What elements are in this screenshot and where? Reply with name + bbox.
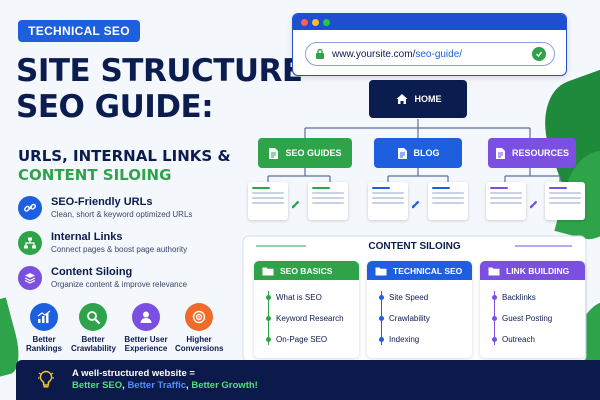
silo-item[interactable]: Indexing [389, 335, 420, 344]
footer-banner: A well-structured website = Better SEO, … [16, 360, 600, 400]
document-icon [397, 147, 407, 159]
feature-desc: Organize content & improve relevance [51, 280, 188, 289]
footer-line-2: Better SEO, Better Traffic, Better Growt… [72, 380, 258, 391]
footer-phrase-traffic: Better Traffic [127, 380, 187, 391]
benefit-higher-conversions: Higher Conversions [175, 303, 223, 353]
footer-line-1: A well-structured website = [72, 368, 195, 379]
section-node-resources[interactable]: RESOURCES [488, 138, 576, 168]
link-icon [18, 196, 42, 220]
feature-title: SEO-Friendly URLs [51, 196, 153, 208]
silo-technical-seo: TECHNICAL SEO Site Speed Crawlability In… [367, 261, 472, 358]
subtitle-line-1: URLS, INTERNAL LINKS & [18, 147, 231, 165]
user-icon [132, 303, 160, 331]
feature-title: Internal Links [51, 231, 123, 243]
link-icon [410, 198, 422, 210]
document-icon [495, 147, 505, 159]
close-dot-icon[interactable] [301, 18, 308, 26]
silo-label: LINK BUILDING [506, 265, 570, 276]
benefit-line-2: Experience [124, 344, 168, 353]
document-icon [269, 147, 279, 159]
search-icon [79, 303, 107, 331]
sitemap-icon [18, 231, 42, 255]
silo-link-building: LINK BUILDING Backlinks Guest Posting Ou… [480, 261, 585, 358]
silo-header: LINK BUILDING [480, 261, 585, 280]
footer-phrase-seo: Better SEO [72, 380, 123, 391]
home-node[interactable]: HOME [369, 80, 467, 118]
silo-item[interactable]: Guest Posting [502, 314, 553, 323]
section-label: SEO GUIDES [285, 148, 342, 158]
silo-label: SEO BASICS [280, 265, 333, 276]
url-text: www.yoursite.com/seo-guide/ [332, 49, 462, 60]
chart-icon [30, 303, 58, 331]
address-bar[interactable]: www.yoursite.com/seo-guide/ [305, 42, 555, 66]
home-label: HOME [414, 94, 442, 104]
silo-header: TECHNICAL SEO [367, 261, 472, 280]
topic-badge: TECHNICAL SEO [18, 20, 140, 42]
benefit-better-crawlability: Better Crawlability [71, 303, 116, 353]
folder-icon [488, 267, 500, 275]
page-card[interactable] [486, 182, 526, 220]
check-icon [532, 47, 546, 61]
benefit-line-2: Crawlability [71, 344, 116, 353]
benefit-line-1: Better [81, 335, 105, 344]
silo-label: TECHNICAL SEO [393, 265, 463, 276]
silo-item[interactable]: Crawlability [389, 314, 430, 323]
browser-titlebar [293, 14, 566, 30]
section-label: BLOG [413, 148, 440, 158]
title-line-1: SITE STRUCTURE [16, 53, 303, 89]
feature-desc: Clean, short & keyword optimized URLs [51, 210, 193, 219]
silo-seo-basics: SEO BASICS What is SEO Keyword Research … [254, 261, 359, 358]
house-icon [396, 94, 407, 104]
silo-item[interactable]: What is SEO [276, 293, 322, 302]
page-card[interactable] [368, 182, 408, 220]
folder-icon [375, 267, 387, 275]
footer-phrase-growth: Better Growth! [191, 380, 258, 391]
benefit-line-2: Conversions [175, 344, 224, 353]
section-label: RESOURCES [511, 148, 569, 158]
feature-title: Content Siloing [51, 266, 133, 278]
silo-item[interactable]: On-Page SEO [276, 335, 328, 344]
url-prefix: www.yoursite.com/ [332, 48, 416, 60]
lightbulb-icon [38, 370, 54, 388]
target-icon [185, 303, 213, 331]
title-line-2: SEO GUIDE: [16, 89, 214, 125]
browser-window: www.yoursite.com/seo-guide/ [292, 13, 567, 76]
page-card[interactable] [428, 182, 468, 220]
page-card[interactable] [545, 182, 585, 220]
link-icon [290, 198, 302, 210]
benefit-line-1: Better User [124, 335, 168, 344]
silo-item[interactable]: Keyword Research [276, 314, 344, 323]
subtitle-line-2: CONTENT SILOING [18, 166, 172, 184]
folder-icon [262, 267, 274, 275]
layers-icon [18, 266, 42, 290]
link-icon [528, 198, 540, 210]
benefit-better-rankings: Better Rankings [22, 303, 66, 353]
lock-icon [316, 48, 324, 59]
page-card[interactable] [248, 182, 288, 220]
silo-item[interactable]: Backlinks [502, 293, 536, 302]
url-path: seo-guide/ [415, 48, 463, 60]
silo-item[interactable]: Site Speed [389, 293, 429, 302]
benefit-line-2: Rankings [25, 344, 62, 353]
silo-header: SEO BASICS [254, 261, 359, 280]
benefit-line-1: Higher [186, 335, 212, 344]
minimize-dot-icon[interactable] [312, 18, 319, 26]
silo-item[interactable]: Outreach [502, 335, 535, 344]
section-node-seo-guides[interactable]: SEO GUIDES [258, 138, 352, 168]
maximize-dot-icon[interactable] [323, 18, 330, 26]
benefit-line-1: Better [32, 335, 56, 344]
feature-desc: Connect pages & boost page authority [51, 245, 188, 254]
section-node-blog[interactable]: BLOG [374, 138, 462, 168]
page-card[interactable] [308, 182, 348, 220]
benefit-better-user-experience: Better User Experience [124, 303, 168, 353]
siloing-title: CONTENT SILOING [368, 241, 461, 252]
